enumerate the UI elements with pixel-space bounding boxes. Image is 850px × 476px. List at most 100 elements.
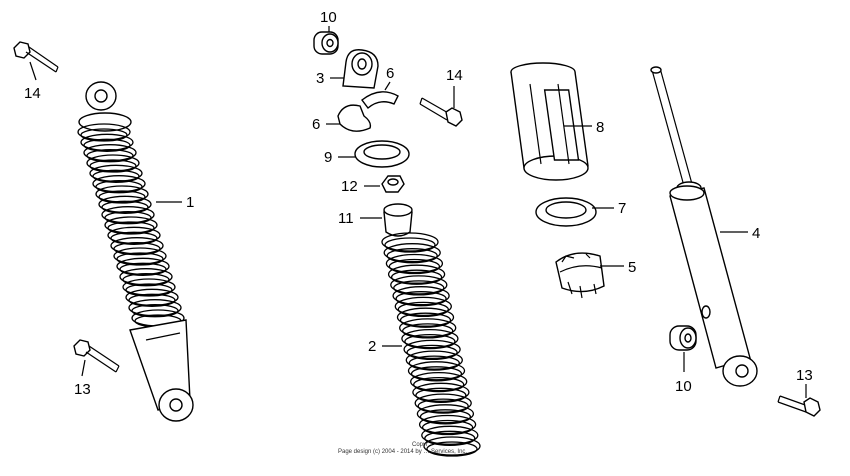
callout-13-right: 13: [796, 367, 813, 384]
spring-coil: [387, 264, 446, 284]
spring-coil-inner: [399, 312, 452, 328]
leader-14-left: [29, 61, 37, 81]
callout-9: 9: [324, 149, 332, 166]
spring-coil: [403, 339, 461, 360]
spring-coil: [399, 318, 457, 338]
spring-coil-inner: [89, 159, 137, 173]
callout-7: 7: [618, 200, 626, 217]
spring-coil: [128, 299, 182, 317]
spring-coil: [390, 275, 448, 295]
callout-4: 4: [752, 225, 760, 242]
spring-coil: [421, 425, 479, 445]
washer-7: [535, 197, 597, 227]
spring-coil-inner: [86, 149, 134, 163]
spring-coil: [83, 144, 137, 162]
spring-coil: [86, 154, 140, 172]
bolt-14-left: [13, 41, 59, 73]
spring-coil: [101, 206, 155, 224]
spring-coil: [392, 286, 450, 306]
adjuster-5: [555, 252, 605, 299]
spring-coil-inner: [413, 376, 465, 393]
spring-coil-inner: [95, 180, 143, 194]
bolt-14-center: [419, 97, 463, 127]
spring-coil-inner: [417, 398, 469, 414]
callout-11: 11: [338, 210, 354, 227]
spring-coil-inner: [421, 419, 474, 436]
bump-stop-11: [383, 203, 413, 237]
damper-4: [650, 66, 758, 387]
spring-coil-inner: [110, 231, 158, 245]
callout-8: 8: [596, 119, 604, 136]
spring-coil-inner: [119, 262, 167, 276]
nut-12: [381, 175, 405, 193]
callout-5: 5: [628, 259, 636, 276]
spring-coil: [92, 175, 146, 193]
spring-coil: [113, 247, 167, 265]
spring-coil-inner: [122, 273, 170, 287]
spring-coil-inner: [424, 430, 476, 446]
spring-coil: [119, 268, 173, 286]
spring-coil-inner: [390, 269, 443, 285]
spring-coil-inner: [410, 366, 463, 382]
spring-coil-inner: [393, 280, 445, 296]
spring-coil-inner: [107, 221, 155, 235]
spring-coil: [77, 123, 131, 141]
spring-coil: [110, 237, 164, 255]
collet-6-lower: [337, 104, 372, 132]
upper-joint-3: [342, 49, 379, 89]
spring-coil: [394, 296, 452, 317]
spring-coil-inner: [98, 190, 146, 204]
footer-copyright: Copyr: [412, 442, 428, 448]
callout-14-center: 14: [446, 67, 463, 84]
spring-coil-inner: [404, 333, 456, 350]
spring-coil: [381, 232, 439, 252]
spring-coil-inner: [397, 301, 449, 318]
spring-coil: [412, 382, 470, 402]
spring-coil-inner: [386, 248, 438, 264]
spring-coil: [396, 307, 455, 327]
callout-3: 3: [316, 70, 324, 87]
spring-coil-inner: [92, 169, 140, 183]
spring-2: [381, 232, 481, 457]
spring-coil: [95, 185, 149, 203]
callout-14-left: 14: [24, 85, 41, 102]
spring-coil: [418, 414, 477, 435]
callout-10-bottom: 10: [675, 378, 692, 395]
spring-coil-inner: [426, 441, 478, 457]
spring-coil-inner: [408, 355, 460, 371]
spring-coil-inner: [395, 291, 447, 307]
spring-coil-inner: [131, 304, 179, 318]
spring-coil: [104, 216, 158, 234]
footer-page-design: Page design (c) 2004 - 2014 by … Service…: [338, 449, 467, 455]
callout-1: 1: [186, 194, 194, 211]
leader-13-left: [81, 359, 86, 377]
spring-coil-inner: [402, 323, 454, 339]
bushing-10-top: [313, 31, 339, 55]
spring-coil-inner: [80, 128, 128, 142]
spring-coil: [423, 436, 481, 456]
spring-coil-inner: [116, 252, 164, 266]
leader-6-upper: [384, 81, 391, 91]
spring-coil: [385, 253, 444, 274]
spring-coil: [401, 328, 459, 349]
callout-6-upper: 6: [386, 65, 394, 82]
callout-6-lower: 6: [312, 116, 320, 133]
bushing-10-bottom: [669, 325, 697, 351]
spring-coil-inner: [113, 242, 161, 256]
spring-coil-inner: [415, 387, 467, 403]
spring-coil: [416, 404, 475, 424]
callout-13-left: 13: [74, 381, 91, 398]
collet-6-upper: [361, 91, 399, 110]
spring-coil: [407, 361, 466, 381]
shock-absorber-1: [77, 81, 194, 422]
callout-2: 2: [368, 338, 376, 355]
bolt-13-right: [777, 395, 821, 417]
spring-coil: [383, 243, 441, 263]
spring-coil-inner: [388, 258, 441, 275]
spring-coil-inner: [101, 200, 149, 214]
spring-coil-inner: [125, 283, 173, 297]
spring-coil-inner: [406, 344, 458, 361]
spring-coil-inner: [419, 409, 472, 425]
callout-10-top: 10: [320, 9, 337, 26]
bolt-13-left: [73, 339, 120, 373]
